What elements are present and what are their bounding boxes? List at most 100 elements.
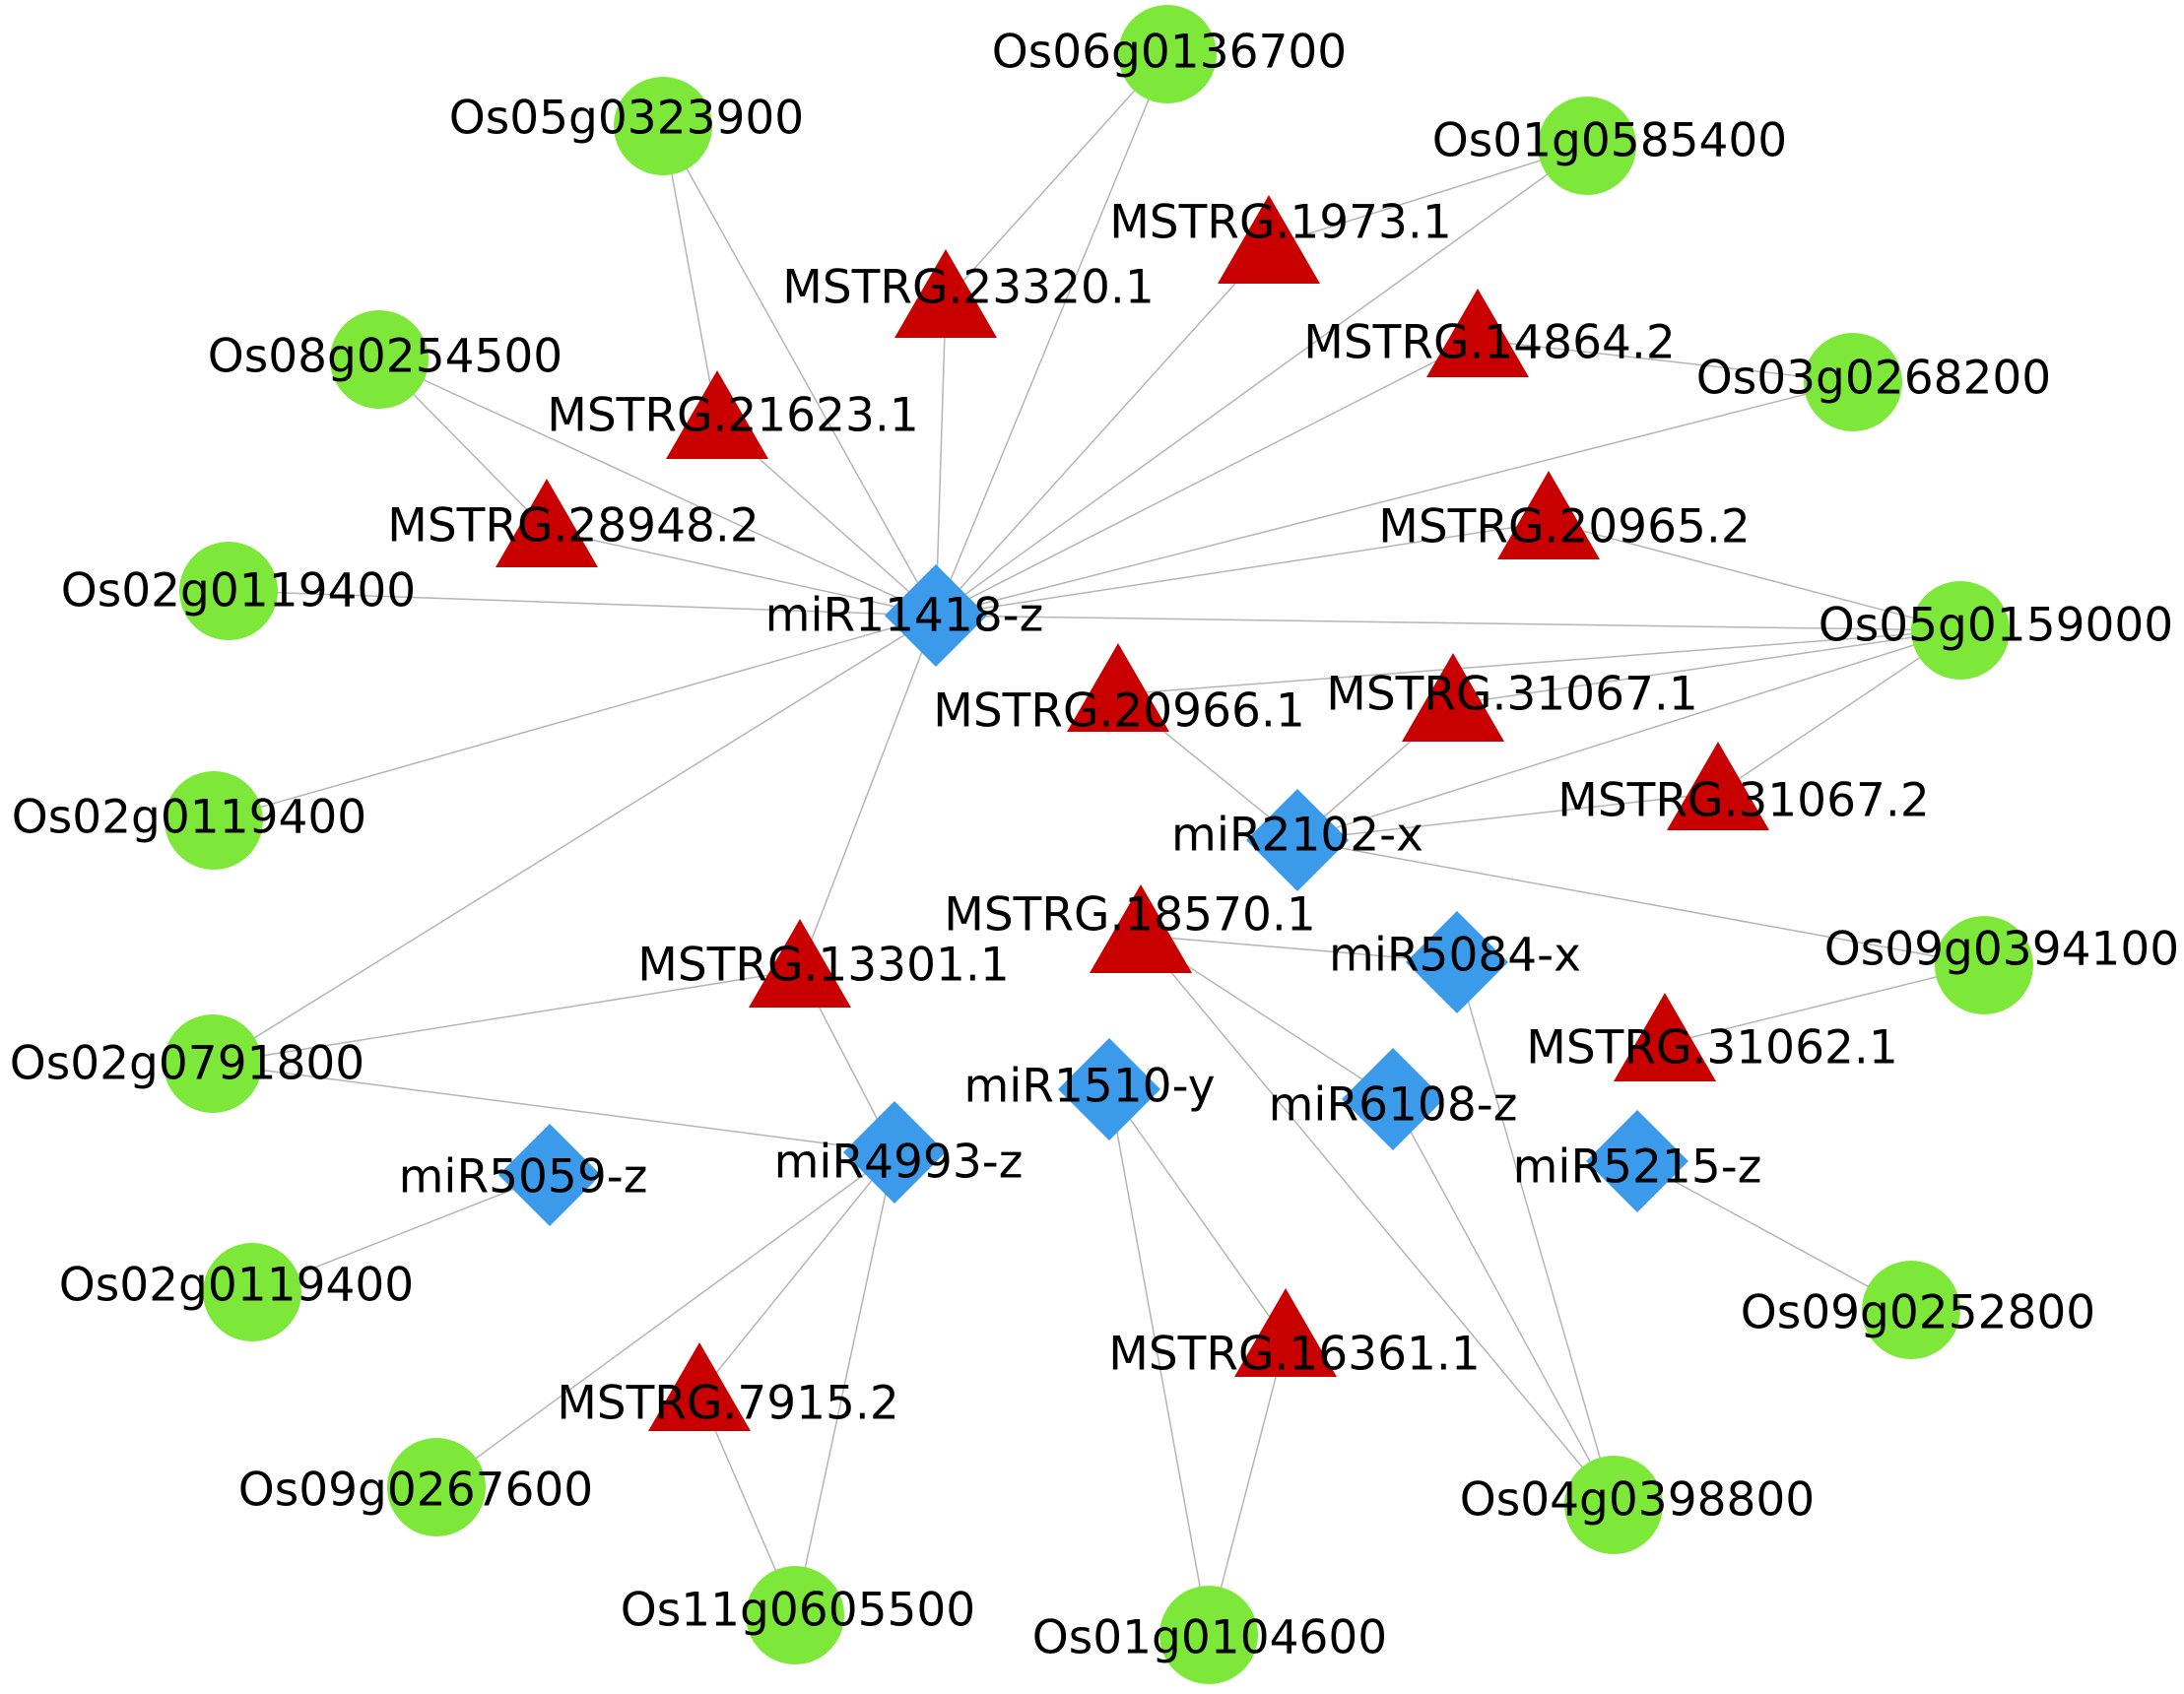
node-label-os02g0119400-c: Os02g0119400 <box>59 1259 414 1313</box>
edge-mir1510-y-to-mstrg-16361-1 <box>1108 1088 1287 1340</box>
node-label-os08g0254500: Os08g0254500 <box>208 330 563 384</box>
mrna-node-os05g0159000 <box>1911 581 2010 680</box>
lncrna-node-mstrg-31067-1 <box>1402 653 1504 742</box>
edge-mstrg-16361-1-to-os01g0104600 <box>1208 1338 1287 1636</box>
node-label-os01g0585400: Os01g0585400 <box>1432 114 1787 168</box>
node-label-os06g0136700: Os06g0136700 <box>992 26 1347 80</box>
edge-mir2102-x-to-os09g0394100 <box>1296 839 1985 966</box>
edge-mir4993-z-to-os11g0605500 <box>794 1151 895 1616</box>
node-label-mir11418-z: miR11418-z <box>765 589 1044 643</box>
mrna-node-os09g0252800 <box>1862 1261 1960 1359</box>
edge-mir1510-y-to-os01g0104600 <box>1108 1088 1210 1636</box>
edge-mir11418-z-to-os06g0136700 <box>935 53 1168 617</box>
node-label-mstrg-28948-2: MSTRG.28948.2 <box>387 499 759 554</box>
edge-os05g0159000-to-mstrg-20965-2 <box>1548 521 1961 631</box>
node-label-os02g0119400-b: Os02g0119400 <box>12 791 366 845</box>
node-label-mir2102-x: miR2102-x <box>1171 809 1423 863</box>
node-label-os09g0394100: Os09g0394100 <box>1824 923 2179 977</box>
mrna-node-os11g0605500 <box>746 1566 844 1664</box>
edge-os01g0585400-to-mstrg-1973-1 <box>1268 145 1588 247</box>
lncrna-node-mstrg-20966-1 <box>1067 643 1169 732</box>
mrna-node-os02g0791800 <box>164 1014 262 1113</box>
node-label-mstrg-20965-2: MSTRG.20965.2 <box>1378 500 1750 554</box>
node-label-os05g0159000: Os05g0159000 <box>1819 599 2173 653</box>
node-label-os11g0605500: Os11g0605500 <box>621 1584 975 1638</box>
mrna-node-os04g0398800 <box>1564 1456 1663 1554</box>
edge-mir11418-z-to-os03g0268200 <box>935 381 1854 617</box>
mrna-node-os09g0267600 <box>387 1438 486 1536</box>
node-label-mstrg-31067-2: MSTRG.31067.2 <box>1557 774 1929 828</box>
edge-mir11418-z-to-mstrg-23320-1 <box>935 299 947 617</box>
edge-mstrg-18570-1-to-os04g0398800 <box>1140 935 1615 1506</box>
node-label-mstrg-21623-1: MSTRG.21623.1 <box>547 389 918 443</box>
node-label-os04g0398800: Os04g0398800 <box>1460 1473 1815 1528</box>
edge-mir11418-z-to-os08g0254500 <box>378 358 937 617</box>
edge-mir11418-z-to-mstrg-28948-2 <box>546 529 937 617</box>
lncrna-node-mstrg-21623-1 <box>666 370 768 459</box>
mrna-node-os01g0104600 <box>1159 1586 1258 1684</box>
edge-os02g0791800-to-mir4993-z <box>212 1063 895 1153</box>
edge-mir5059-z-to-os02g0119400-c <box>251 1174 551 1293</box>
mirna-node-mir5215-z <box>1586 1110 1688 1212</box>
edge-mir11418-z-to-os01g0585400 <box>935 145 1588 617</box>
edge-mir11418-z-to-os05g0323900 <box>662 125 937 617</box>
mirna-node-mir1510-y <box>1058 1038 1160 1140</box>
mirna-node-mir11418-z <box>885 564 987 667</box>
edge-os05g0159000-to-mstrg-31067-1 <box>1452 629 1961 705</box>
edge-os03g0268200-to-mstrg-14864-2 <box>1477 339 1854 383</box>
lncrna-node-mstrg-31062-1 <box>1614 993 1716 1081</box>
edge-mir11418-z-to-mstrg-13301-1 <box>799 615 937 971</box>
lncrna-node-mstrg-23320-1 <box>894 249 997 338</box>
edge-mir2102-x-to-mstrg-31067-2 <box>1296 792 1719 841</box>
node-label-os01g0104600: Os01g0104600 <box>1032 1611 1387 1665</box>
edge-mir11418-z-to-mstrg-20965-2 <box>935 521 1550 617</box>
node-label-mir5215-z: miR5215-z <box>1513 1140 1762 1195</box>
edge-mir11418-z-to-os05g0159000 <box>935 615 1961 631</box>
edge-mir11418-z-to-mstrg-14864-2 <box>935 339 1479 617</box>
mrna-node-os09g0394100 <box>1935 916 2033 1014</box>
node-layer <box>164 5 2033 1684</box>
node-label-mstrg-1973-1: MSTRG.1973.1 <box>1109 196 1452 250</box>
edge-mir5215-z-to-os09g0252800 <box>1636 1160 1912 1311</box>
node-label-mstrg-31067-1: MSTRG.31067.1 <box>1326 668 1697 722</box>
edge-os05g0323900-to-mstrg-21623-1 <box>662 125 718 423</box>
node-label-mstrg-14864-2: MSTRG.14864.2 <box>1303 316 1675 370</box>
edge-mir5084-x-to-os04g0398800 <box>1456 961 1615 1506</box>
node-label-mstrg-16361-1: MSTRG.16361.1 <box>1108 1328 1480 1382</box>
edge-mstrg-18570-1-to-mir5084-x <box>1140 935 1458 963</box>
lncrna-node-mstrg-13301-1 <box>749 919 851 1008</box>
mrna-node-os06g0136700 <box>1118 5 1217 103</box>
edge-mir4993-z-to-mstrg-7915-2 <box>698 1151 895 1395</box>
mrna-node-os03g0268200 <box>1804 333 1902 431</box>
node-label-mstrg-20966-1: MSTRG.20966.1 <box>933 684 1304 739</box>
lncrna-node-mstrg-31067-2 <box>1667 742 1769 830</box>
node-label-os02g0791800: Os02g0791800 <box>10 1037 364 1091</box>
node-label-mir5059-z: miR5059-z <box>399 1150 648 1205</box>
node-label-mstrg-23320-1: MSTRG.23320.1 <box>782 261 1154 315</box>
edge-os05g0159000-to-mstrg-20966-1 <box>1117 629 1961 695</box>
edge-os09g0394100-to-mstrg-31062-1 <box>1664 964 1985 1045</box>
edge-os05g0159000-to-mir2102-x <box>1296 629 1961 841</box>
node-label-mstrg-18570-1: MSTRG.18570.1 <box>944 888 1315 943</box>
mrna-node-os02g0119400-b <box>165 771 263 870</box>
node-label-os09g0267600: Os09g0267600 <box>238 1464 593 1518</box>
node-label-os05g0323900: Os05g0323900 <box>449 92 804 146</box>
node-label-os09g0252800: Os09g0252800 <box>1741 1286 2095 1340</box>
node-label-mir4993-z: miR4993-z <box>774 1136 1024 1190</box>
node-label-os02g0119400-a: Os02g0119400 <box>61 564 416 619</box>
edge-mir6108-z-to-os04g0398800 <box>1392 1098 1615 1506</box>
node-label-mstrg-13301-1: MSTRG.13301.1 <box>637 939 1009 993</box>
mrna-node-os05g0323900 <box>614 77 712 175</box>
edge-mir11418-z-to-os02g0119400-b <box>213 615 937 821</box>
edge-mir11418-z-to-os02g0791800 <box>212 615 937 1065</box>
mirna-node-mir5059-z <box>498 1124 601 1226</box>
mirna-node-mir6108-z <box>1342 1048 1444 1150</box>
lncrna-node-mstrg-7915-2 <box>648 1342 751 1431</box>
lncrna-node-mstrg-20965-2 <box>1497 471 1600 559</box>
mrna-node-os02g0119400-a <box>179 542 278 640</box>
lncrna-node-mstrg-14864-2 <box>1426 289 1529 377</box>
lncrna-node-mstrg-18570-1 <box>1090 884 1192 973</box>
mirna-node-mir4993-z <box>843 1101 946 1204</box>
edge-os02g0791800-to-mstrg-13301-1 <box>212 969 801 1065</box>
